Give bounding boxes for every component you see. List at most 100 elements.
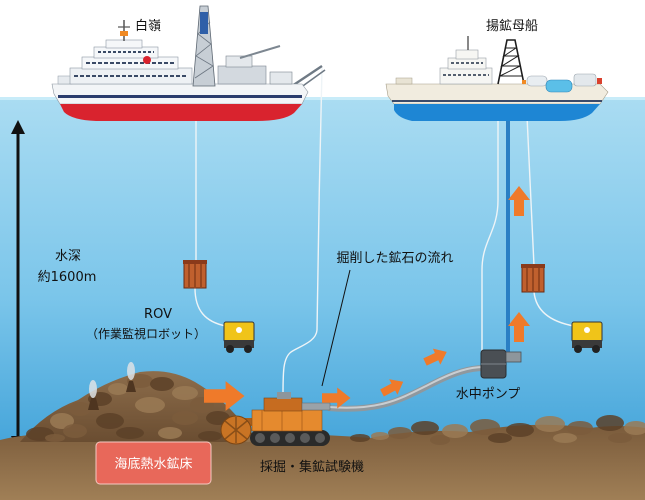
vent-plume	[127, 362, 135, 380]
rov-light	[236, 327, 242, 333]
deposit-label: 海底熱水鉱床	[114, 456, 192, 472]
depth-label: 水深	[55, 249, 81, 264]
rov-thruster	[226, 345, 234, 353]
mining-test-machine	[220, 392, 331, 446]
deposit-label-box: 海底熱水鉱床	[95, 441, 212, 485]
rock	[470, 419, 500, 435]
ship-logo	[143, 56, 151, 64]
pump-motor	[505, 351, 522, 363]
rock	[506, 423, 534, 437]
deposit-box	[95, 441, 212, 485]
machine-label: 採掘・集鉱試験機	[260, 459, 364, 475]
cables	[194, 67, 575, 397]
mothership-name: 揚鉱母船	[486, 18, 538, 34]
rock	[45, 434, 65, 442]
sea-surface	[0, 97, 645, 100]
rov-tether-right	[526, 115, 535, 267]
mast-light	[120, 31, 128, 36]
ore-flow-pointer	[321, 269, 351, 387]
lifting-derrick	[497, 39, 525, 85]
cage-bars	[188, 263, 202, 287]
a-frame-crane-leg	[299, 69, 326, 89]
rock	[198, 431, 222, 441]
rock	[172, 411, 198, 425]
stern-crane-boom	[239, 45, 281, 59]
rov-cage-left	[183, 260, 207, 289]
bridge	[105, 39, 143, 49]
bow-structure	[395, 77, 413, 85]
drilling-derrick	[192, 5, 216, 87]
seafloor-rocks	[26, 374, 645, 445]
deck-marker	[522, 80, 526, 84]
hull-stripe	[392, 100, 602, 102]
machine-body-detail	[261, 410, 303, 431]
track-wheel	[315, 433, 325, 443]
rock	[350, 434, 370, 442]
rov-light	[584, 327, 590, 333]
rock	[158, 427, 182, 439]
rock	[50, 413, 74, 429]
rock	[567, 421, 593, 435]
pump-label: 水中ポンプ	[456, 387, 521, 402]
tank-2	[573, 73, 597, 87]
research-vessel-name: 白嶺	[135, 18, 161, 34]
vent-plume	[89, 380, 97, 398]
stern-structure	[217, 65, 267, 85]
rock	[442, 424, 468, 438]
cutter-arm	[244, 418, 256, 426]
rov-left	[223, 321, 255, 353]
rock	[96, 413, 124, 429]
hull-upper	[51, 83, 309, 105]
rov-cage-right	[521, 264, 545, 293]
cage-rim	[521, 264, 545, 268]
stern-cabin	[225, 55, 253, 68]
rock	[150, 377, 174, 391]
rov-cable-left	[194, 287, 227, 327]
rock	[430, 435, 450, 445]
chimney	[126, 381, 136, 392]
rock	[371, 432, 389, 440]
hakurei-ship	[51, 5, 326, 121]
rov-right	[571, 321, 603, 353]
pump-umbilical	[481, 116, 499, 352]
depth-arrow-head-top	[11, 120, 25, 134]
track-wheel	[285, 433, 295, 443]
rock	[553, 433, 577, 443]
rock	[624, 421, 645, 435]
ore-hose-highlight	[327, 366, 485, 409]
rock	[135, 397, 165, 413]
hull-red-bottom	[60, 104, 302, 121]
depth-value: 約1600m	[38, 270, 97, 285]
cutter-teeth	[224, 417, 248, 443]
rov-cable-right	[533, 291, 575, 327]
bridge	[455, 49, 479, 60]
rock	[172, 386, 198, 400]
cage-bars	[526, 267, 540, 291]
machine-umbilical	[282, 67, 323, 397]
rock	[108, 383, 128, 395]
rock	[411, 421, 439, 435]
stern-equipment	[269, 71, 293, 85]
rock	[116, 427, 144, 439]
rov-frame	[224, 340, 254, 348]
rock	[608, 433, 632, 443]
ore-flow-label: 掘削した鉱石の流れ	[336, 250, 453, 266]
tank-blue	[545, 79, 573, 93]
rock	[596, 415, 624, 431]
machine-top	[263, 397, 303, 412]
derrick-band	[200, 12, 208, 34]
rock	[63, 424, 87, 438]
rock	[488, 433, 512, 443]
cage-rim	[183, 260, 207, 264]
rov-label: ROV	[144, 307, 172, 322]
track-wheel	[300, 433, 310, 443]
underwater-pump	[480, 349, 522, 379]
derrick-bracing	[499, 47, 522, 77]
hose-arm	[301, 402, 331, 411]
rov-description: （作業監視ロボット）	[86, 326, 206, 341]
tank-1	[526, 75, 548, 87]
track-wheel	[255, 433, 265, 443]
rock	[69, 402, 91, 416]
rock	[535, 416, 565, 432]
